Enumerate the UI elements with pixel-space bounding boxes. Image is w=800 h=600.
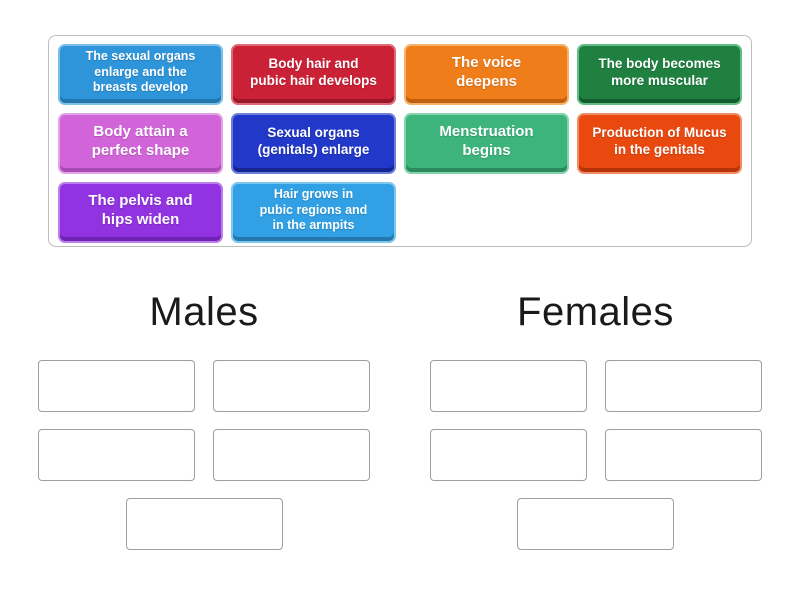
draggable-tile[interactable]: Hair grows in pubic regions and in the a… bbox=[231, 182, 396, 243]
drop-slot[interactable] bbox=[604, 429, 762, 481]
draggable-tile[interactable]: The body becomes more muscular bbox=[577, 44, 742, 105]
drop-slot[interactable] bbox=[517, 498, 674, 550]
group-females-slots bbox=[429, 360, 762, 550]
draggable-tile[interactable]: Sexual organs (genitals) enlarge bbox=[231, 113, 396, 174]
draggable-tile[interactable]: The pelvis and hips widen bbox=[58, 182, 223, 243]
group-males: Males bbox=[38, 288, 370, 550]
draggable-tile[interactable]: Production of Mucus in the genitals bbox=[577, 113, 742, 174]
group-females: Females bbox=[429, 288, 762, 550]
drop-slot[interactable] bbox=[604, 360, 762, 412]
group-males-title: Males bbox=[149, 290, 259, 334]
drop-slot[interactable] bbox=[213, 360, 370, 412]
draggable-tile[interactable]: The sexual organs enlarge and the breast… bbox=[58, 44, 223, 105]
draggable-tile[interactable]: Body attain a perfect shape bbox=[58, 113, 223, 174]
drop-slot[interactable] bbox=[38, 429, 195, 481]
tile-tray: The sexual organs enlarge and the breast… bbox=[48, 35, 752, 247]
drop-slot[interactable] bbox=[429, 429, 587, 481]
draggable-tile[interactable]: The voice deepens bbox=[404, 44, 569, 105]
draggable-tile[interactable]: Menstruation begins bbox=[404, 113, 569, 174]
drop-slot[interactable] bbox=[429, 360, 587, 412]
group-males-slots bbox=[38, 360, 370, 550]
group-females-title: Females bbox=[517, 290, 674, 334]
draggable-tile[interactable]: Body hair and pubic hair develops bbox=[231, 44, 396, 105]
drop-slot[interactable] bbox=[213, 429, 370, 481]
drop-slot[interactable] bbox=[38, 360, 195, 412]
drop-slot[interactable] bbox=[125, 498, 283, 550]
